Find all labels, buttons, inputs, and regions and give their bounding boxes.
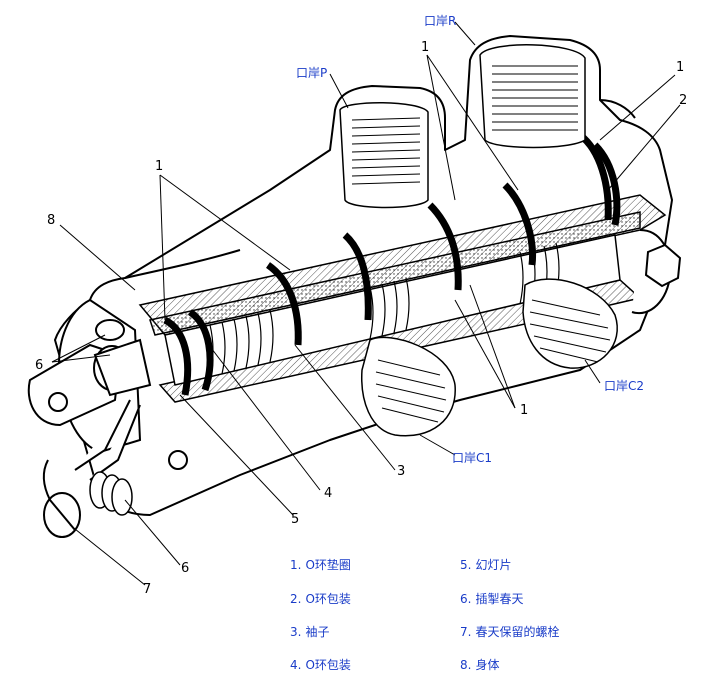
legend-text: 幻灯片 (475, 558, 512, 572)
legend-item-5: 5.幻灯片 (460, 556, 511, 573)
legend-text: 插掣春天 (475, 592, 524, 606)
legend-number: 1. (290, 558, 302, 572)
legend-text: 身体 (475, 658, 500, 672)
callout-8: 8 (47, 213, 56, 228)
port-r-label: 口岸R (424, 14, 457, 28)
callout-1-left: 1 (155, 159, 164, 174)
legend-item-8: 8.身体 (460, 656, 499, 673)
callout-2: 2 (679, 93, 688, 108)
port-c1-bore (361, 336, 456, 437)
legend-number: 6. (460, 592, 472, 606)
rear-end-cap (631, 229, 682, 315)
legend-item-7: 7.春天保留的螺栓 (460, 623, 559, 640)
callout-1-bottom: 1 (520, 403, 529, 418)
callout-4: 4 (324, 486, 333, 501)
legend-item-3: 3.袖子 (290, 623, 329, 640)
detent-assembly (27, 338, 152, 538)
legend-number: 2. (290, 592, 302, 606)
legend-item-6: 6.插掣春天 (460, 590, 523, 607)
leader-lines (51, 21, 681, 586)
port-c1-label: 口岸C1 (452, 451, 493, 465)
legend-number: 8. (460, 658, 472, 672)
callout-5: 5 (291, 512, 300, 527)
port-p-bore (339, 101, 429, 209)
legend-text: O环垫圈 (305, 558, 351, 572)
legend-text: 春天保留的螺栓 (475, 625, 560, 639)
port-p-label: 口岸P (296, 66, 328, 80)
legend-item-2: 2.O环包装 (290, 590, 351, 607)
legend-number: 4. (290, 658, 302, 672)
callout-3: 3 (397, 464, 406, 479)
port-r-bore (479, 44, 586, 149)
legend-number: 3. (290, 625, 302, 639)
legend-text: O环包装 (305, 592, 351, 606)
callout-1-right: 1 (676, 60, 685, 75)
port-c2-bore (522, 278, 618, 369)
legend-text: O环包装 (305, 658, 351, 672)
legend-number: 5. (460, 558, 472, 572)
callout-6-bottom: 6 (181, 561, 190, 576)
spool-sleeve (164, 234, 621, 386)
legend-item-1: 1.O环垫圈 (290, 556, 351, 573)
callout-6-left: 6 (35, 358, 44, 373)
port-c2-label: 口岸C2 (604, 379, 645, 393)
legend-text: 袖子 (305, 625, 330, 639)
legend-item-4: 4.O环包装 (290, 656, 351, 673)
callout-1-top: 1 (421, 40, 430, 55)
callout-7: 7 (143, 582, 152, 597)
legend-number: 7. (460, 625, 472, 639)
